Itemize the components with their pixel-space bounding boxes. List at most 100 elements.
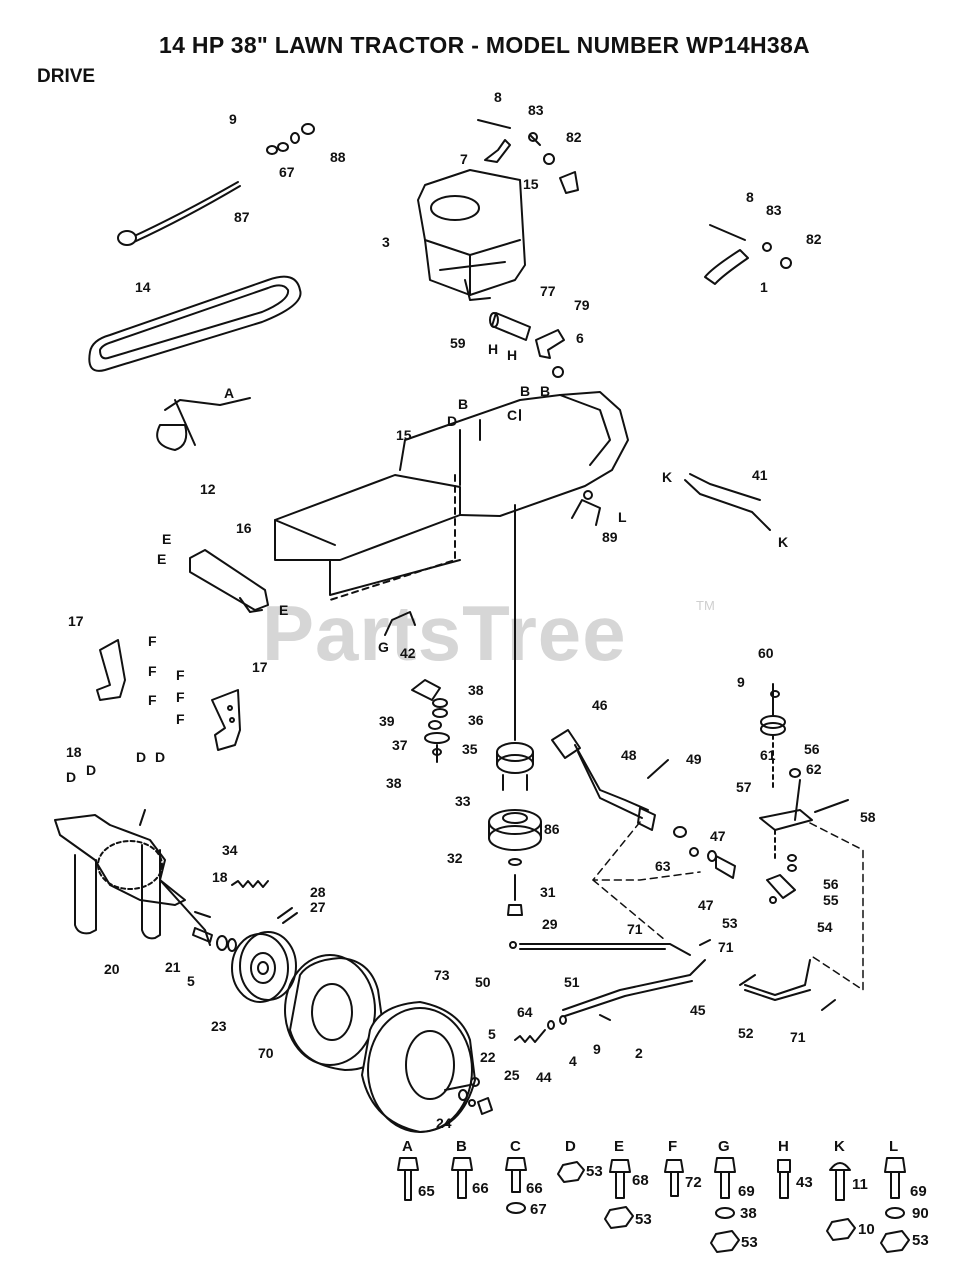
hardware-part: 72: [685, 1174, 702, 1191]
callout-29: 29: [542, 916, 558, 932]
hardware-part: 65: [418, 1183, 435, 1200]
callout-79: 79: [574, 297, 590, 313]
callout-4: 4: [569, 1053, 577, 1069]
callout-23: 23: [211, 1018, 227, 1034]
hardware-part: 38: [740, 1205, 757, 1222]
hardware-part: 90: [912, 1205, 929, 1222]
callout-57: 57: [736, 779, 752, 795]
callout-87: 87: [234, 209, 250, 225]
callout-37: 37: [392, 737, 408, 753]
callout-f6: F: [176, 711, 185, 727]
watermark-trademark: TM: [696, 598, 715, 613]
callout-12: 12: [200, 481, 216, 497]
spring-part-44: [514, 1014, 611, 1043]
callout-28: 28: [310, 884, 326, 900]
partstree-watermark: PartsTree: [262, 589, 627, 677]
callout-27: 27: [310, 899, 326, 915]
callout-5a: 5: [187, 973, 195, 989]
callout-62: 62: [806, 761, 822, 777]
hardware-part: 53: [912, 1232, 929, 1249]
bracket-part-17-right: [211, 689, 241, 751]
callout-89: 89: [602, 529, 618, 545]
callout-54: 54: [817, 919, 833, 935]
callout-17b: 17: [252, 659, 268, 675]
hardware-part: 53: [741, 1234, 758, 1251]
key-part-18: [192, 911, 237, 952]
callout-42: 42: [400, 645, 416, 661]
bracket-part-17-left: [96, 639, 126, 701]
tire-part-70: [284, 954, 386, 1071]
hardware-letter-b: B: [456, 1138, 467, 1155]
callout-9c: 9: [593, 1041, 601, 1057]
callout-25: 25: [504, 1067, 520, 1083]
callout-k2: K: [778, 534, 789, 550]
callout-83b: 83: [766, 202, 782, 218]
callout-36: 36: [468, 712, 484, 728]
brake-rod-part-51: [509, 941, 691, 956]
linkage-rod-part-45: [562, 959, 706, 1017]
callout-22: 22: [480, 1049, 496, 1065]
hardware-part: 53: [635, 1211, 652, 1228]
callout-77: 77: [540, 283, 556, 299]
callout-15b: 15: [396, 427, 412, 443]
callout-41: 41: [752, 467, 768, 483]
shift-rod-part-41: [684, 473, 771, 531]
hardware-letter-h: H: [778, 1138, 789, 1155]
hardware-part: 11: [852, 1176, 868, 1193]
bracket-part-89: [571, 490, 601, 526]
callout-e1: E: [162, 531, 172, 547]
callout-a1: A: [224, 385, 235, 401]
throttle-cable-part-87: [117, 181, 241, 246]
callout-f3: F: [148, 692, 157, 708]
dashed-linkage-lines: [592, 821, 864, 991]
callout-67a: 67: [279, 164, 295, 180]
callout-e2: E: [157, 551, 167, 567]
callout-61: 61: [760, 747, 776, 763]
callout-b3: B: [458, 396, 469, 412]
hardware-letter-l: L: [889, 1138, 899, 1155]
hardware-part: 43: [796, 1174, 813, 1191]
hardware-part: 69: [910, 1183, 927, 1200]
callout-44: 44: [536, 1069, 552, 1085]
engine-part-3: [417, 169, 526, 301]
pins-part-27-28: [277, 907, 298, 924]
lever-assembly-part-12: [156, 397, 251, 451]
callout-l1: L: [618, 509, 627, 525]
callout-d1: D: [447, 413, 458, 429]
callout-71b: 71: [718, 939, 734, 955]
callout-48: 48: [621, 747, 637, 763]
callout-k1: K: [662, 469, 673, 485]
callout-g1: G: [378, 639, 389, 655]
callout-82a: 82: [566, 129, 582, 145]
callout-b2: B: [540, 383, 551, 399]
callout-d4: D: [136, 749, 147, 765]
hardware-part: 66: [526, 1180, 543, 1197]
callout-38a: 38: [468, 682, 484, 698]
wheel-hub-part-23: [231, 931, 297, 1003]
callout-58: 58: [860, 809, 876, 825]
callout-86: 86: [544, 821, 560, 837]
callout-71a: 71: [627, 921, 643, 937]
hardware-part: 67: [530, 1201, 547, 1218]
shift-lever-part-48: [551, 729, 656, 831]
engine-pulley-part-33: [496, 742, 534, 791]
callout-39: 39: [379, 713, 395, 729]
callout-f4: F: [176, 667, 185, 683]
callout-55: 55: [823, 892, 839, 908]
callout-16: 16: [236, 520, 252, 536]
hardware-letter-g: G: [718, 1138, 730, 1155]
hardware-letter-f: F: [668, 1138, 678, 1155]
hardware-part: 68: [632, 1172, 649, 1189]
callout-f2: F: [148, 663, 157, 679]
callout-47b: 47: [698, 897, 714, 913]
tire-part-73: [361, 1001, 480, 1133]
callout-h1: H: [488, 341, 499, 357]
callout-18a: 18: [66, 744, 82, 760]
callout-83a: 83: [528, 102, 544, 118]
bushing-part-47-63: [673, 826, 736, 879]
callout-33: 33: [455, 793, 471, 809]
hardware-letter-c: C: [510, 1138, 521, 1155]
tractor-frame: [274, 391, 629, 601]
